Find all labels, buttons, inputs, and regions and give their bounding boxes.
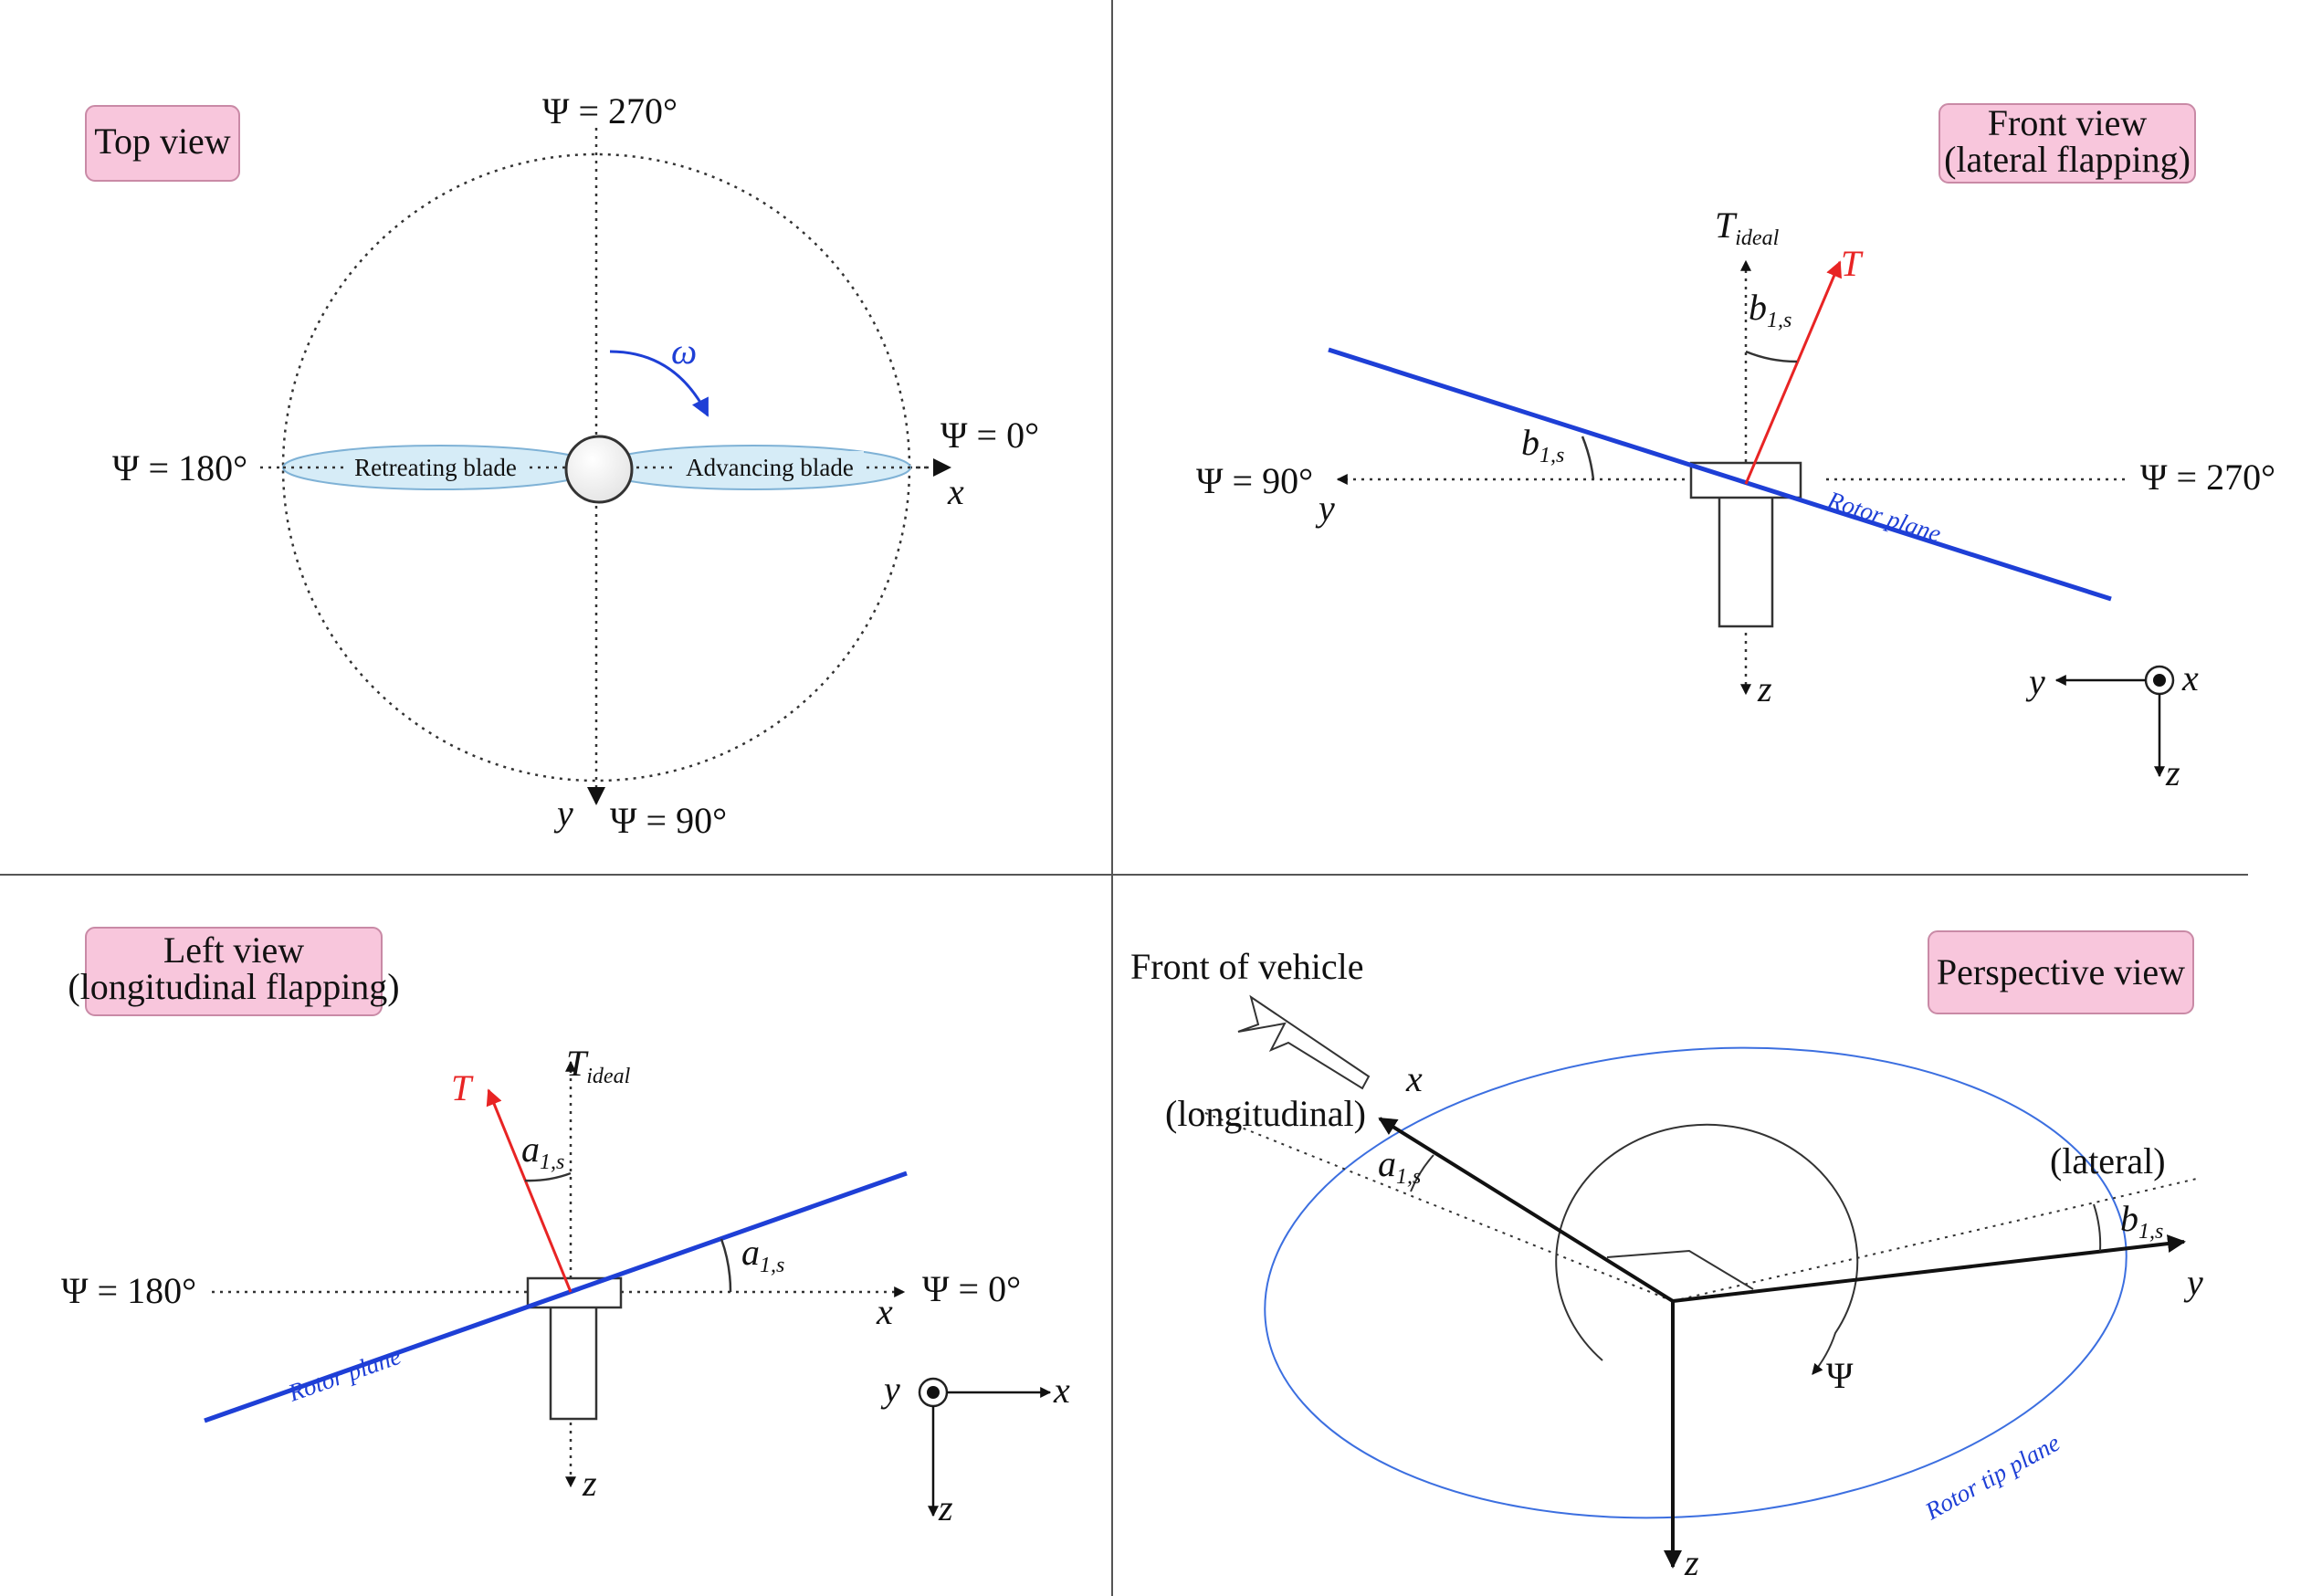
front-of-vehicle-arrow <box>1237 994 1371 1090</box>
perspective-y-label: y <box>2183 1262 2203 1303</box>
left-rotor-plane-label: Rotor plane <box>284 1342 405 1407</box>
perspective-a-label: a1,s <box>1378 1143 1421 1189</box>
longitudinal-label: (longitudinal) <box>1165 1093 1366 1134</box>
psi-270-label: Ψ = 270° <box>542 90 678 131</box>
left-z-label: z <box>582 1463 597 1504</box>
front-rotor-plane-label: Rotor plane <box>1823 486 1944 548</box>
lateral-label: (lateral) <box>2050 1140 2166 1181</box>
left-coordinate-triad: y x z <box>880 1369 1070 1528</box>
left-psi-0-label: Ψ = 0° <box>922 1268 1021 1309</box>
front-mast <box>1718 484 1774 628</box>
advancing-blade-label: Advancing blade <box>686 454 854 481</box>
front-triad-x-label: x <box>2181 657 2199 698</box>
omega-label: ω <box>671 331 697 372</box>
left-a-side-label: a1,s <box>741 1232 784 1277</box>
front-y-label: y <box>1315 488 1335 529</box>
perspective-b-angle-arc <box>2093 1203 2102 1252</box>
left-triad-y-label: y <box>880 1369 900 1410</box>
perspective-view-panel: Perspective view Rotor tip plane Front o… <box>1130 930 2203 1583</box>
front-z-label: z <box>1757 668 1772 709</box>
front-b-angle-arc <box>1581 436 1595 480</box>
front-b-angle-arc-top <box>1745 350 1798 363</box>
front-of-vehicle-label: Front of vehicle <box>1130 946 1364 987</box>
front-view-title-line1: Front view <box>1988 102 2148 143</box>
psi-90-label: Ψ = 90° <box>610 800 727 841</box>
left-triad-x-label: x <box>1053 1370 1070 1411</box>
perspective-y-axis <box>1672 1234 2186 1303</box>
psi-0-label: Ψ = 0° <box>940 415 1039 456</box>
top-view-title: Top view <box>94 121 231 162</box>
top-view-label-box <box>85 105 240 182</box>
perspective-psi-label: Ψ <box>1826 1355 1854 1396</box>
left-a-angle-arc-top <box>524 1171 572 1182</box>
front-rotor-plane <box>1328 347 2112 602</box>
front-psi-90-label: Ψ = 90° <box>1196 460 1313 501</box>
left-view-title-line1: Left view <box>163 929 304 971</box>
rotor-tip-plane-label: Rotor tip plane <box>1919 1429 2064 1526</box>
perspective-z-label: z <box>1684 1542 1699 1583</box>
rotor-tip-plane <box>1264 1046 2128 1519</box>
perspective-x-axis <box>1378 1117 1675 1303</box>
left-rotor-plane <box>204 1171 908 1423</box>
right-angle-marker <box>1606 1249 1754 1290</box>
left-a-top-label: a1,s <box>521 1129 564 1174</box>
lateral-reference-line <box>1672 1177 2201 1302</box>
left-t-ideal-label: Tideal <box>566 1043 631 1088</box>
rotor-hub <box>564 435 634 504</box>
front-b-side-label: b1,s <box>1521 422 1564 467</box>
left-t-label: T <box>451 1067 474 1108</box>
left-psi-180-label: Ψ = 180° <box>61 1270 196 1311</box>
front-triad-y-label: y <box>2025 661 2045 702</box>
x-axis-label: x <box>947 471 964 512</box>
left-view-label-box <box>85 927 383 1016</box>
perspective-b-label: b1,s <box>2120 1198 2163 1244</box>
front-view-label-box <box>1939 103 2196 184</box>
perspective-x-label: x <box>1405 1058 1423 1099</box>
quadrant-dividers <box>0 0 2248 1596</box>
front-view-panel: Front view (lateral flapping) Rotor plan… <box>1196 102 2275 793</box>
psi-180-label: Ψ = 180° <box>112 447 247 488</box>
y-axis-label: y <box>553 793 573 834</box>
left-view-panel: Left view (longitudinal flapping) Rotor … <box>61 927 1070 1528</box>
perspective-view-label-box <box>1928 930 2194 1014</box>
front-psi-270-label: Ψ = 270° <box>2140 457 2275 498</box>
front-coordinate-triad: y x z <box>2025 657 2199 793</box>
retreating-blade-label: Retreating blade <box>354 454 517 481</box>
perspective-a-angle-arc <box>1410 1154 1434 1192</box>
longitudinal-reference-line <box>1195 1108 1674 1302</box>
front-t-ideal-label: Tideal <box>1715 205 1780 250</box>
top-view-panel: Top view Retreating blade Advancing blad… <box>85 90 1039 841</box>
front-view-title-line2: (lateral flapping) <box>1944 139 2191 180</box>
left-mast <box>549 1304 598 1421</box>
front-b-top-label: b1,s <box>1749 287 1791 332</box>
front-triad-z-label: z <box>2165 752 2180 793</box>
left-thrust-vector <box>486 1088 573 1293</box>
left-triad-z-label: z <box>938 1487 953 1528</box>
front-t-label: T <box>1841 243 1864 284</box>
rotation-arrow <box>609 350 709 417</box>
front-thrust-vector <box>1744 260 1842 485</box>
azimuth-psi-arc <box>1555 1123 1859 1375</box>
perspective-view-title: Perspective view <box>1937 951 2185 992</box>
left-view-title-line2: (longitudinal flapping) <box>68 966 399 1007</box>
left-x-label: x <box>876 1291 893 1332</box>
left-a-angle-arc <box>720 1238 732 1293</box>
